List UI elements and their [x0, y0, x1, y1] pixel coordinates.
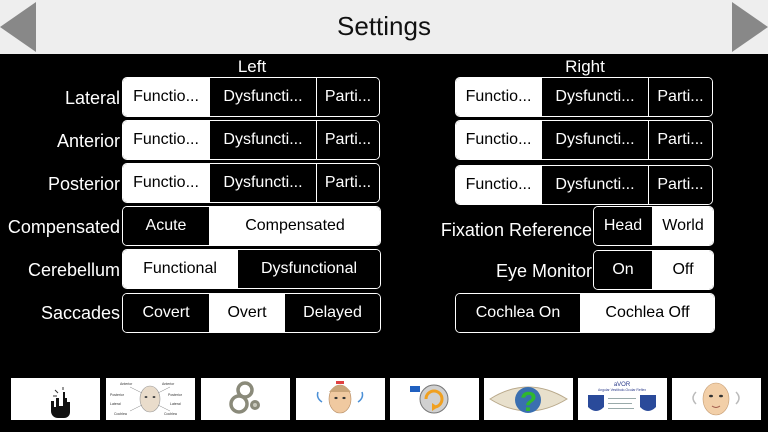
- fixation-head-option[interactable]: Head: [594, 207, 652, 245]
- left-anterior-functional-option[interactable]: Functio...: [123, 121, 209, 159]
- thumb2-label-8: Cochlea: [164, 412, 177, 416]
- left-lateral-dysfunctional-option[interactable]: Dysfuncti...: [209, 78, 316, 116]
- left-lateral-functional-option[interactable]: Functio...: [123, 78, 209, 116]
- right-posterior-dysfunctional-option[interactable]: Dysfuncti...: [541, 166, 648, 204]
- left-anterior-dysfunctional-option[interactable]: Dysfuncti...: [209, 121, 316, 159]
- thumb2-label-2: Anterior: [162, 382, 175, 386]
- left-posterior-dysfunctional-option[interactable]: Dysfuncti...: [209, 164, 316, 202]
- right-lateral-dysfunctional-option[interactable]: Dysfuncti...: [541, 78, 648, 116]
- overt-option[interactable]: Overt: [209, 294, 284, 332]
- right-lateral-functional-option[interactable]: Functio...: [456, 78, 541, 116]
- posterior-label: Posterior: [47, 174, 120, 194]
- compensated-label: Compensated: [7, 217, 120, 237]
- anterior-label: Anterior: [56, 131, 120, 151]
- left-posterior-control: Functio... Dysfuncti... Parti...: [122, 163, 380, 203]
- left-posterior-partial-option[interactable]: Parti...: [316, 164, 379, 202]
- right-posterior-control: Functio... Dysfuncti... Parti...: [455, 165, 713, 205]
- cerebellum-label: Cerebellum: [27, 260, 120, 280]
- cerebellum-dysfunctional-option[interactable]: Dysfunctional: [237, 250, 380, 288]
- left-column-header: Left: [237, 57, 267, 76]
- question-mark-icon: ?: [520, 386, 537, 417]
- fixation-world-option[interactable]: World: [652, 207, 713, 245]
- right-lateral-partial-option[interactable]: Parti...: [648, 78, 712, 116]
- avor-title: aVOR: [614, 382, 631, 388]
- eye-monitor-off-option[interactable]: Off: [652, 251, 713, 289]
- right-anterior-dysfunctional-option[interactable]: Dysfuncti...: [541, 121, 648, 159]
- cerebellum-control: Functional Dysfunctional: [122, 249, 381, 289]
- right-anterior-partial-option[interactable]: Parti...: [648, 121, 712, 159]
- thumb2-label-5: Lateral: [110, 402, 121, 406]
- forward-arrow-icon[interactable]: [732, 2, 768, 52]
- right-anterior-control: Functio... Dysfuncti... Parti...: [455, 120, 713, 160]
- right-anterior-functional-option[interactable]: Functio...: [456, 121, 541, 159]
- head-face-icon[interactable]: [672, 378, 761, 420]
- covert-option[interactable]: Covert: [123, 294, 209, 332]
- right-column-header: Right: [565, 57, 605, 76]
- thumb2-label-3: Posterior: [110, 393, 125, 397]
- avor-subtitle: Angular Vestibulo-Ocular Reflex: [598, 388, 646, 392]
- thumb2-label-4: Posterior: [168, 393, 183, 397]
- compensated-option[interactable]: Compensated: [209, 207, 380, 245]
- help-icon[interactable]: ?: [484, 378, 573, 420]
- delayed-option[interactable]: Delayed: [284, 294, 380, 332]
- header-bar: Settings: [0, 0, 768, 54]
- cochlea-on-option[interactable]: Cochlea On: [456, 294, 580, 332]
- right-posterior-functional-option[interactable]: Functio...: [456, 166, 541, 204]
- cerebellum-functional-option[interactable]: Functional: [123, 250, 237, 288]
- thumb2-label-6: Lateral: [170, 402, 181, 406]
- rotation-icon[interactable]: [390, 378, 479, 420]
- acute-option[interactable]: Acute: [123, 207, 209, 245]
- eye-monitor-label: Eye Monitor: [495, 261, 592, 281]
- left-anterior-partial-option[interactable]: Parti...: [316, 121, 379, 159]
- inner-ear-icon[interactable]: [201, 378, 290, 420]
- left-compensated-control: Acute Compensated: [122, 206, 381, 246]
- saccades-control: Covert Overt Delayed: [122, 293, 381, 333]
- touch-pointer-icon[interactable]: [11, 378, 100, 420]
- right-posterior-partial-option[interactable]: Parti...: [648, 166, 712, 204]
- left-anterior-control: Functio... Dysfuncti... Parti...: [122, 120, 380, 160]
- head-impulse-icon[interactable]: [296, 378, 385, 420]
- left-lateral-control: Functio... Dysfuncti... Parti...: [122, 77, 380, 117]
- thumb2-label-1: Anterior: [120, 382, 133, 386]
- cochlea-off-option[interactable]: Cochlea Off: [580, 294, 714, 332]
- cochlea-control: Cochlea On Cochlea Off: [455, 293, 715, 333]
- right-lateral-control: Functio... Dysfuncti... Parti...: [455, 77, 713, 117]
- avor-logo-icon[interactable]: aVOR Angular Vestibulo-Ocular Reflex: [578, 378, 667, 420]
- left-posterior-functional-option[interactable]: Functio...: [123, 164, 209, 202]
- fixation-reference-control: Head World: [593, 206, 714, 246]
- page-title: Settings: [337, 11, 431, 41]
- thumb2-label-7: Cochlea: [114, 412, 127, 416]
- lateral-label: Lateral: [64, 88, 120, 108]
- left-lateral-partial-option[interactable]: Parti...: [316, 78, 379, 116]
- fixation-reference-label: Fixation Reference: [440, 220, 592, 240]
- eye-monitor-control: On Off: [593, 250, 714, 290]
- head-diagram-icon[interactable]: Anterior Anterior Posterior Posterior La…: [106, 378, 195, 420]
- saccades-label: Saccades: [40, 303, 120, 323]
- eye-monitor-on-option[interactable]: On: [594, 251, 652, 289]
